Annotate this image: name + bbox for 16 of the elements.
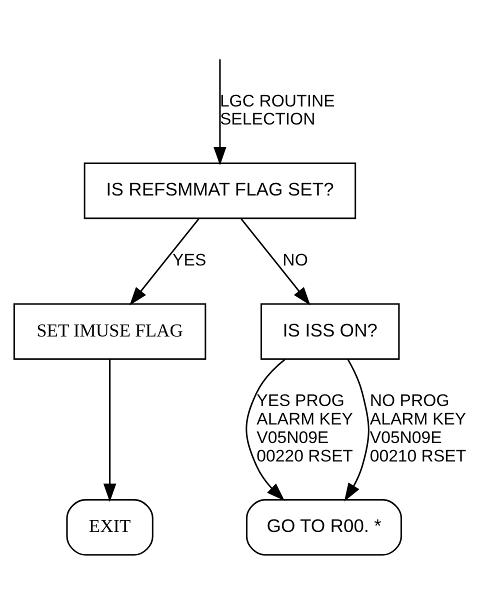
node-box: IS REFSMMAT FLAG SET? [84, 162, 356, 219]
edge-label: LGC ROUTINE SELECTION [220, 90, 335, 128]
arrow [130, 218, 200, 305]
edge-label: NO PROG ALARM KEY V05N09E 00210 RSET [370, 390, 466, 465]
node-box: IS ISS ON? [260, 302, 400, 360]
arrow [344, 358, 370, 501]
node-box: GO TO R00. * [246, 498, 402, 556]
arrow [214, 58, 226, 165]
arrow [246, 358, 286, 500]
edge-label: YES PROG ALARM KEY V05N09E 00220 RSET [256, 390, 353, 465]
node-box: EXIT [66, 498, 154, 556]
arrow [103, 358, 116, 502]
edge-label: NO [282, 250, 308, 269]
node-box: SET IMUSE FLAG [13, 302, 206, 360]
edge-label: YES [172, 250, 206, 269]
arrow [240, 218, 310, 305]
